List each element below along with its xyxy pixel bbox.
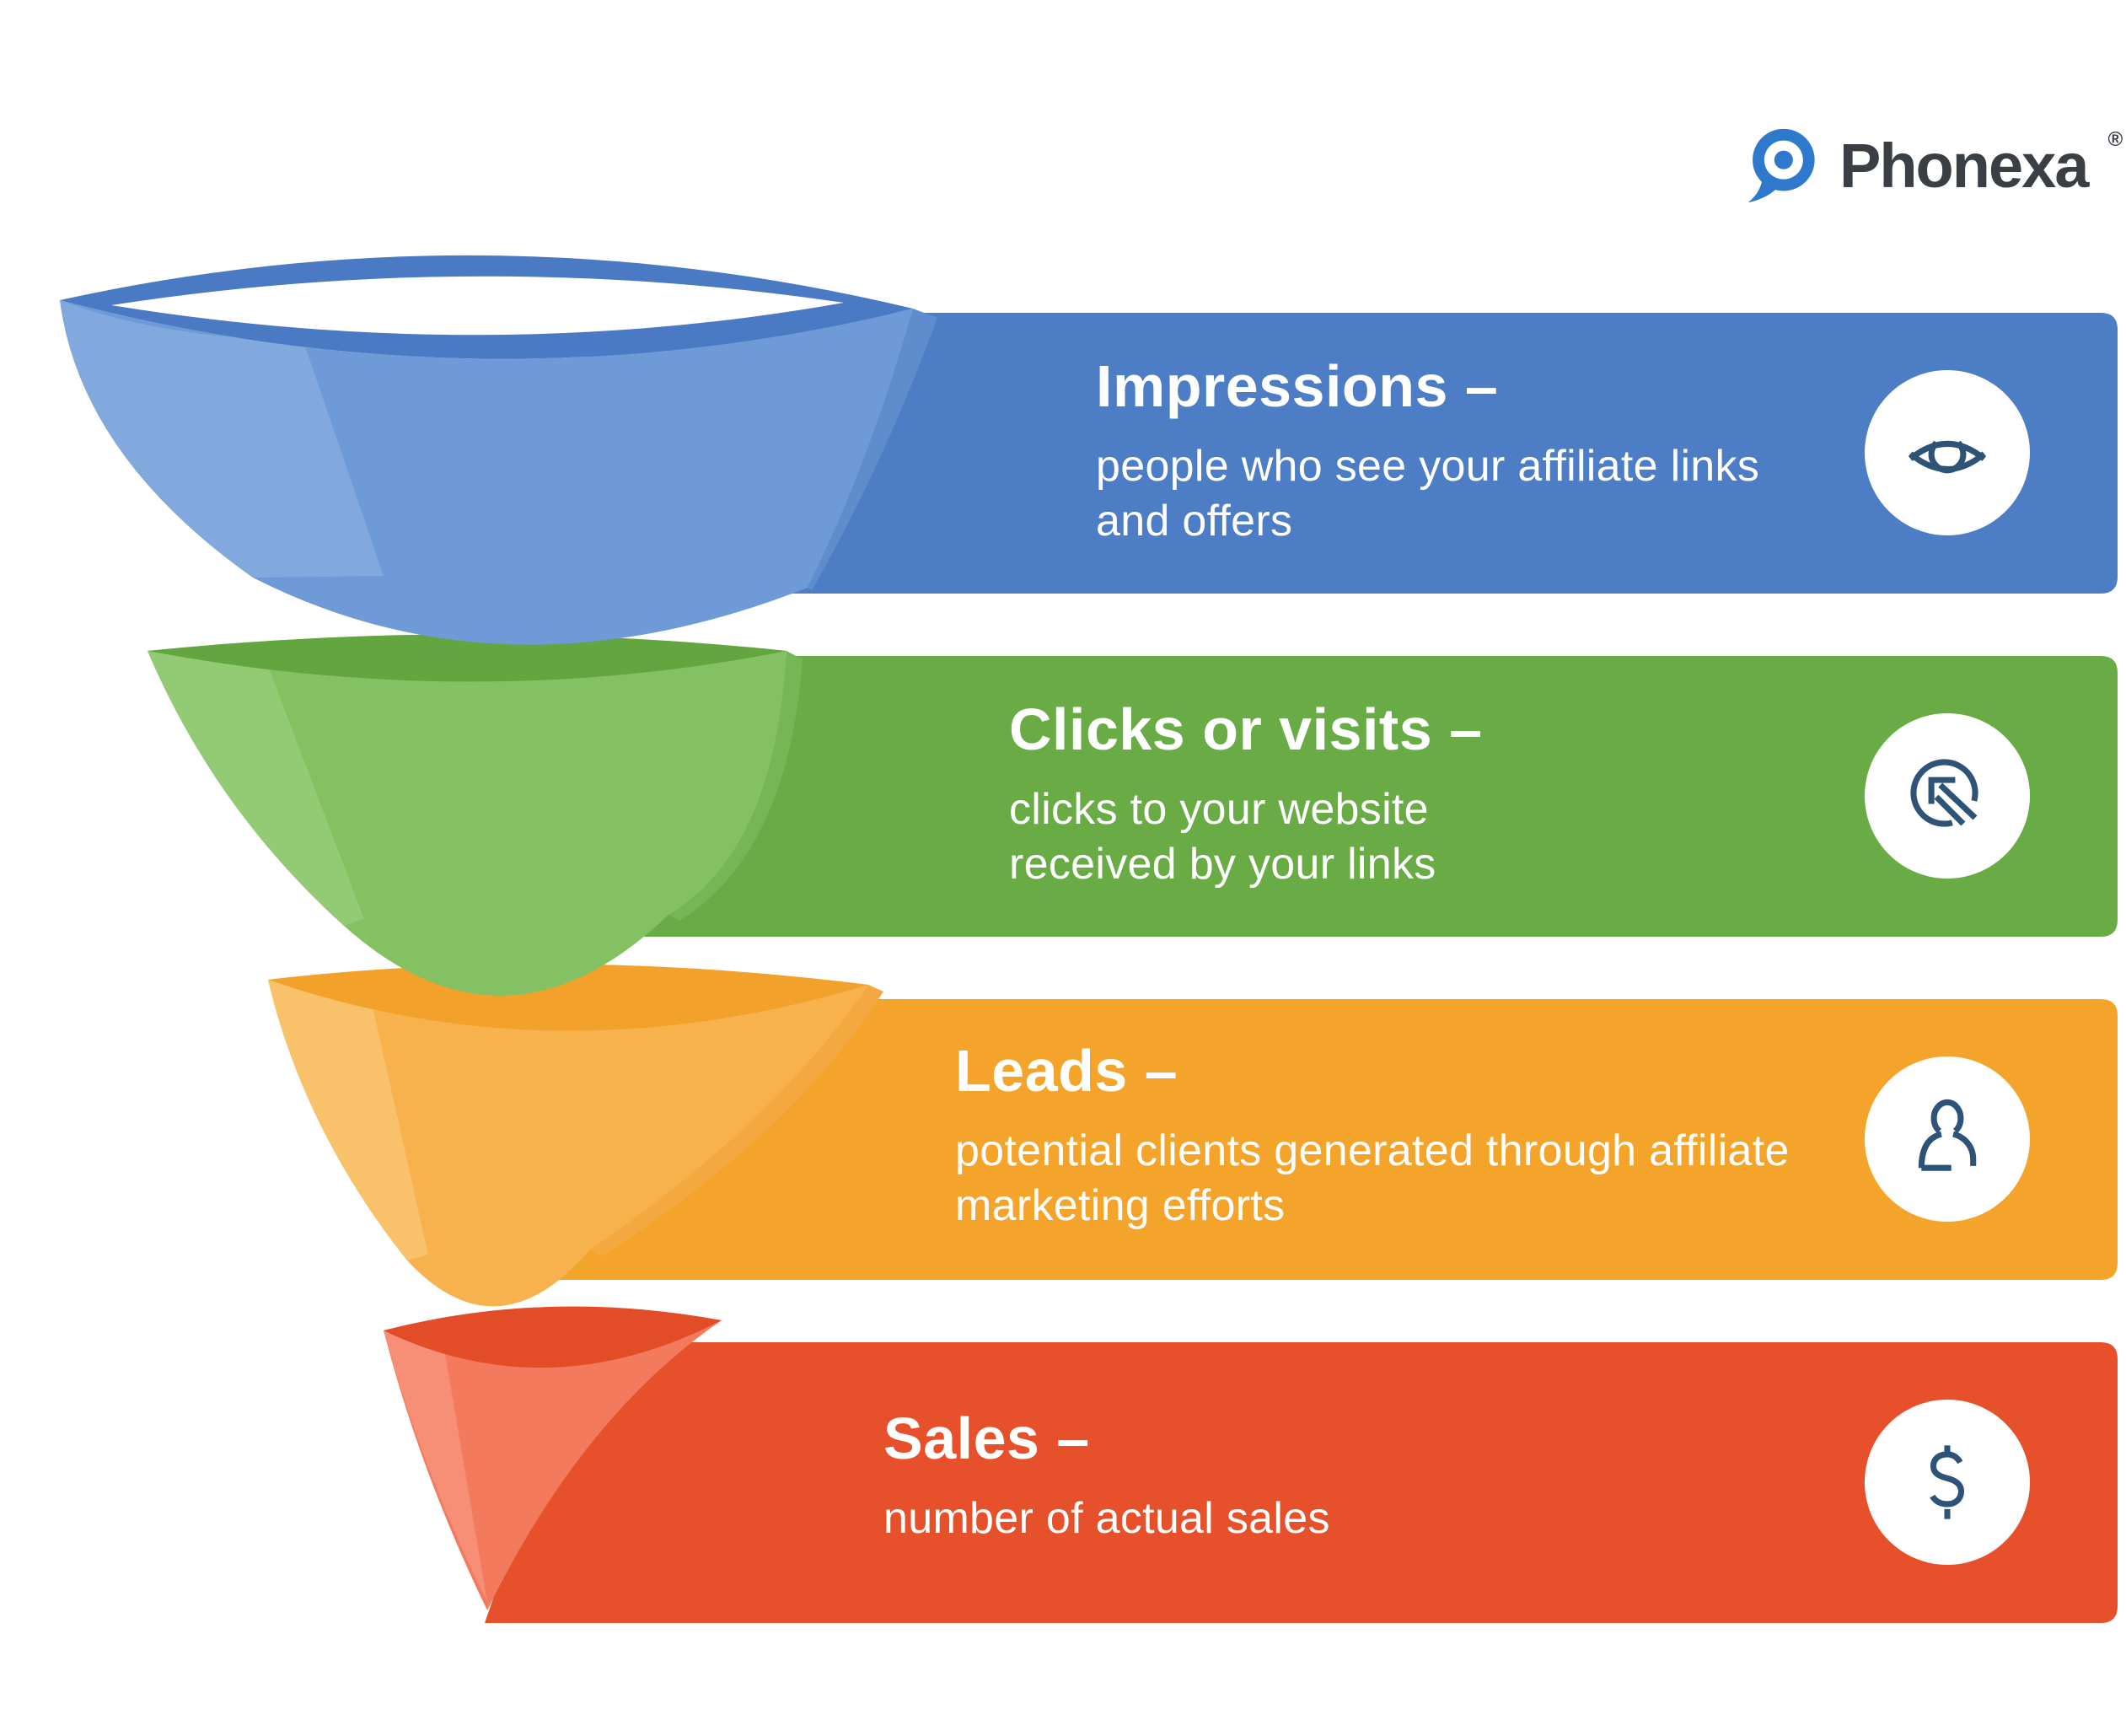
clicks-icon-badge	[1865, 713, 2030, 879]
stage-title-impressions: Impressions –	[1096, 353, 1499, 419]
funnel-segment-clicks	[148, 634, 803, 996]
funnel-segment-leads	[268, 964, 883, 1307]
stage-text-leads: Leads – potential clients generated thro…	[955, 1039, 1790, 1233]
sales-icon-badge	[1865, 1400, 2030, 1565]
clicks-top	[148, 634, 787, 682]
sales-cone-top	[384, 1306, 722, 1368]
funnel-3d	[60, 255, 937, 1610]
stage-title-sales: Sales –	[883, 1405, 1090, 1471]
band-sales	[485, 1342, 2118, 1623]
stage-title-leads: Leads –	[955, 1038, 1178, 1104]
stage-title-clicks: Clicks or visits –	[1009, 696, 1483, 762]
leads-left-facet	[268, 980, 428, 1260]
registered-trademark: ®	[2107, 128, 2123, 151]
brand-logo: Phonexa ®	[1743, 123, 2123, 209]
stage-text-impressions: Impressions – people who see your affili…	[1096, 354, 1770, 549]
stage-bands	[485, 313, 2118, 1623]
band-impressions	[590, 313, 2118, 594]
funnel-segment-sales	[384, 1306, 722, 1610]
impressions-icon-badge	[1865, 370, 2030, 535]
logo-center-dot	[1774, 150, 1793, 169]
eye-icon	[1909, 440, 1986, 474]
funnel-segment-impressions	[60, 255, 937, 645]
sales-cone-left-facet	[384, 1330, 487, 1602]
band-leads	[506, 999, 2118, 1280]
stage-text-clicks: Clicks or visits – clicks to your websit…	[1009, 697, 1549, 892]
phonexa-logo-icon	[1748, 128, 1815, 203]
dollar-icon	[1930, 1445, 1965, 1519]
clicks-left-facet	[148, 651, 364, 926]
cursor-click-icon	[1910, 759, 1978, 827]
brand-name: Phonexa	[1839, 131, 2089, 201]
stage-description-clicks: clicks to your website received by your …	[1009, 785, 1436, 889]
funnel-mouth-opening	[111, 276, 844, 336]
stage-description-sales: number of actual sales	[883, 1494, 1330, 1543]
leads-top	[268, 964, 868, 1031]
stage-description-leads: potential clients generated through affi…	[955, 1126, 1790, 1230]
band-clicks	[506, 656, 2118, 937]
clicks-body	[148, 634, 787, 996]
clicks-right-facet	[668, 651, 803, 921]
stage-description-impressions: people who see your affiliate links and …	[1096, 442, 1760, 546]
leads-icon-badge	[1865, 1056, 2030, 1222]
person-icon	[1918, 1099, 1977, 1171]
impressions-left-facet	[60, 300, 384, 578]
leads-right-facet	[590, 985, 883, 1256]
impressions-right-facet	[808, 309, 937, 590]
stage-text-sales: Sales – number of actual sales	[883, 1406, 1642, 1546]
